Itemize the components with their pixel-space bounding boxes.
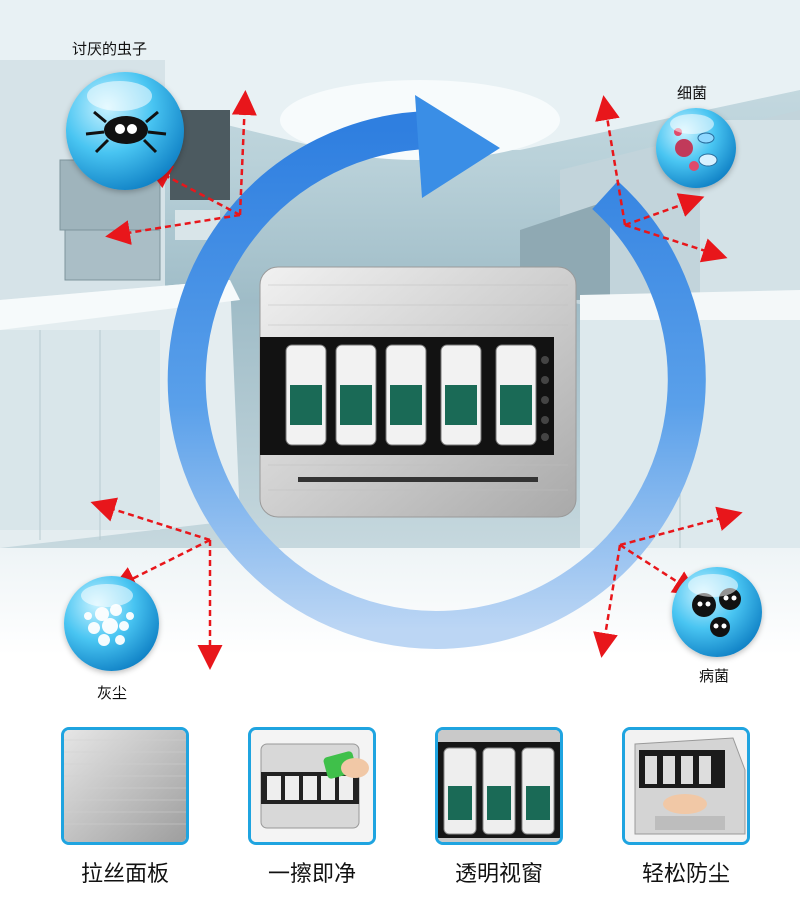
feature-thumb-dustproof <box>622 727 750 845</box>
bacteria-icon <box>674 128 718 171</box>
dust-icon <box>84 604 134 646</box>
feature-label-brushed-panel: 拉丝面板 <box>80 862 169 887</box>
feature-label-dustproof: 轻松防尘 <box>641 862 730 887</box>
feature-label-clear-window: 透明视窗 <box>454 862 543 887</box>
bug-icon <box>85 110 167 154</box>
easy-wipe-image <box>251 730 373 842</box>
clear-window-image <box>438 730 560 842</box>
bug-bubble <box>66 72 184 190</box>
germ-bubble <box>672 567 762 657</box>
dustproof-image <box>625 730 747 842</box>
germ-icon <box>692 588 741 637</box>
callout-bugs: 讨厌的虫子 <box>72 40 148 58</box>
dust-bubble <box>64 576 159 671</box>
callout-dust: 灰尘 <box>97 684 128 702</box>
feature-thumb-easy-wipe <box>248 727 376 845</box>
callout-germs: 病菌 <box>699 667 730 685</box>
feature-label-easy-wipe: 一擦即净 <box>267 862 356 887</box>
feature-thumb-brushed-panel <box>61 727 189 845</box>
brushed-panel-image <box>64 730 186 842</box>
bacteria-bubble <box>656 108 736 188</box>
water-purifier-image <box>259 266 577 518</box>
callout-bacteria: 细菌 <box>677 84 708 102</box>
feature-thumb-clear-window <box>435 727 563 845</box>
